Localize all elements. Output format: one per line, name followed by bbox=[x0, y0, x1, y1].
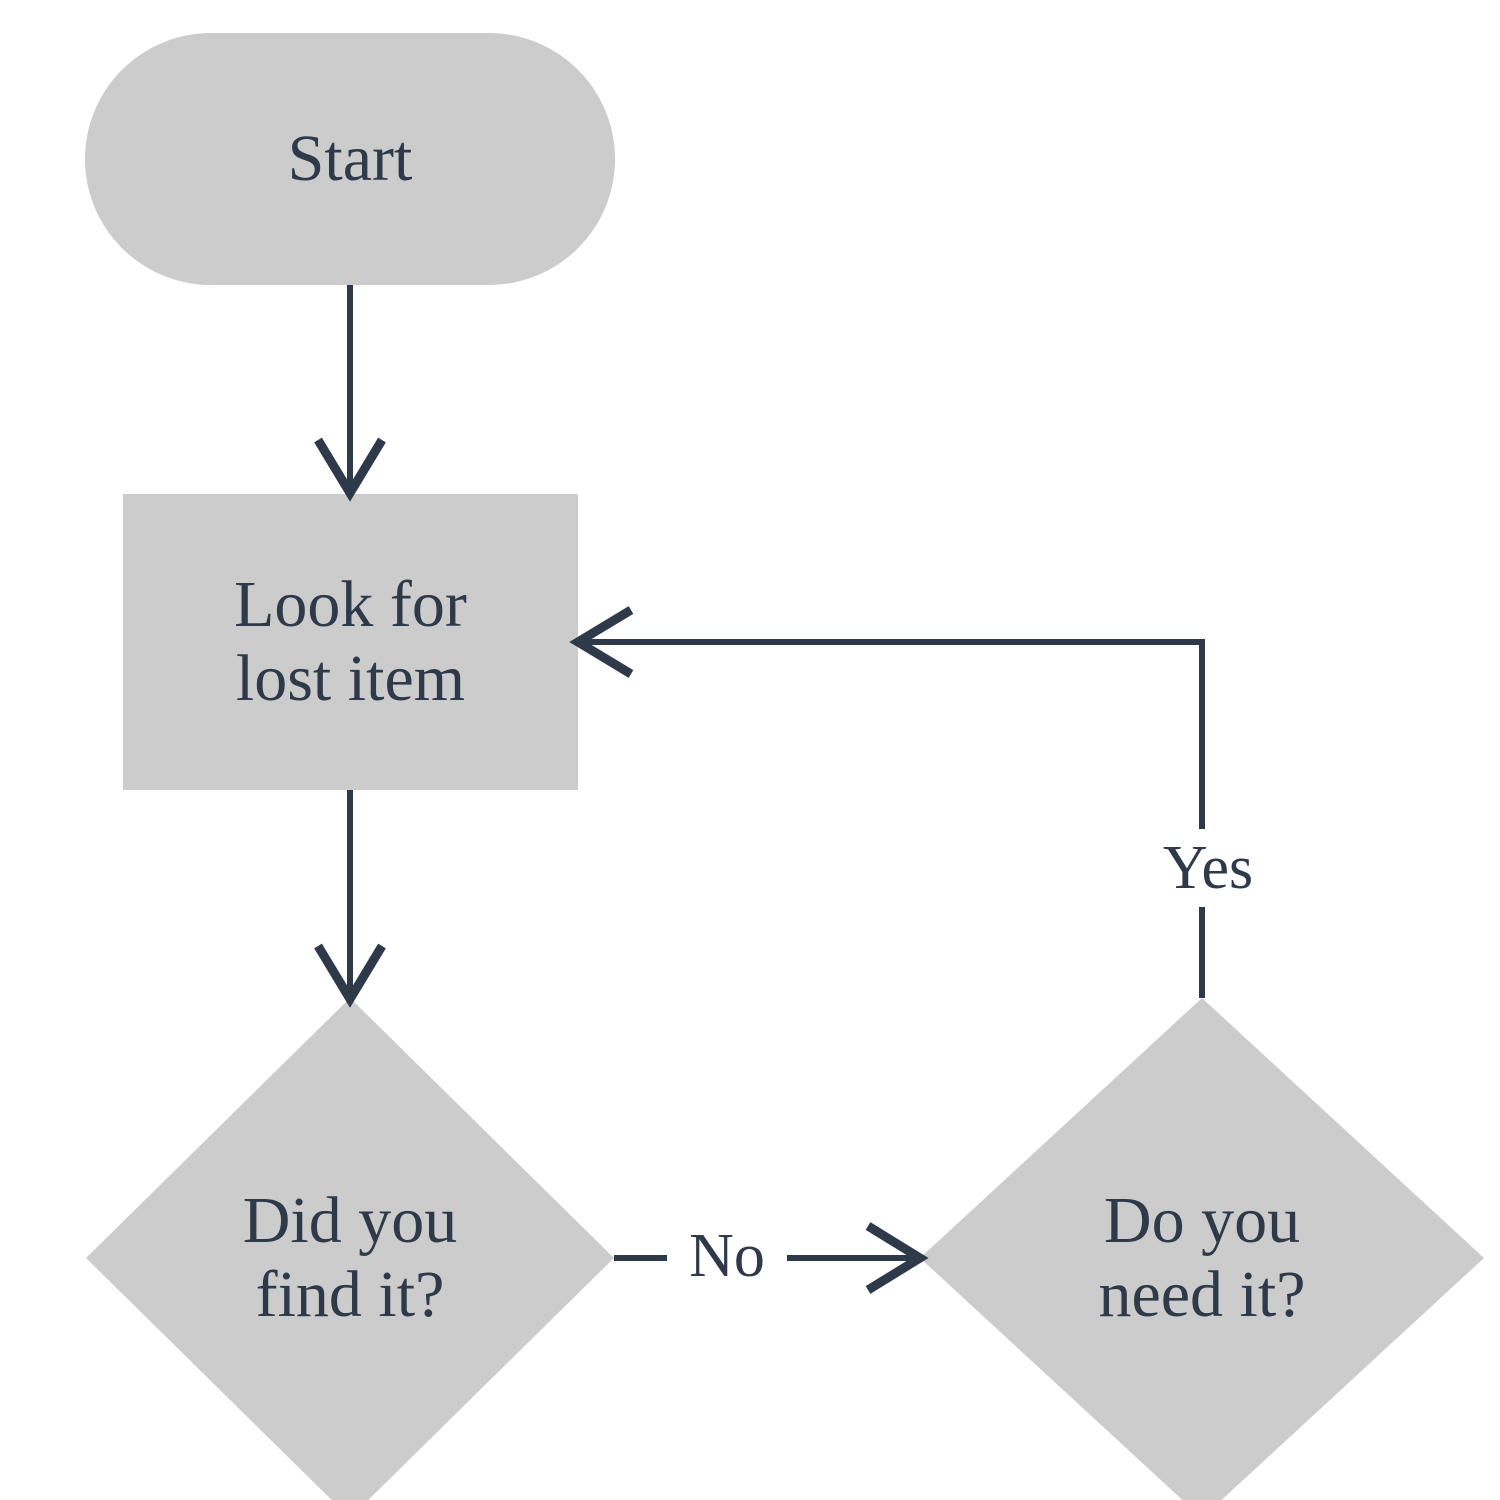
edge-start-to-look bbox=[314, 285, 386, 502]
edge-label-yes: Yes bbox=[1148, 829, 1268, 907]
edge-start-to-look-arrowhead-icon bbox=[314, 437, 386, 502]
edge-need-to-look-arrowhead-icon bbox=[569, 606, 634, 678]
node-find-shape[interactable] bbox=[86, 998, 614, 1500]
node-need-shape[interactable] bbox=[920, 998, 1484, 1500]
edge-need-to-look-line bbox=[580, 639, 1205, 998]
node-start-shape[interactable] bbox=[85, 33, 615, 285]
edge-look-to-find-arrowhead-icon bbox=[314, 943, 386, 1008]
edge-look-to-find bbox=[314, 790, 386, 1008]
edge-find-to-need-arrowhead-icon bbox=[865, 1222, 929, 1294]
edge-need-to-look bbox=[569, 606, 1205, 998]
node-look-shape[interactable] bbox=[123, 494, 578, 790]
edge-label-no: No bbox=[667, 1217, 787, 1295]
